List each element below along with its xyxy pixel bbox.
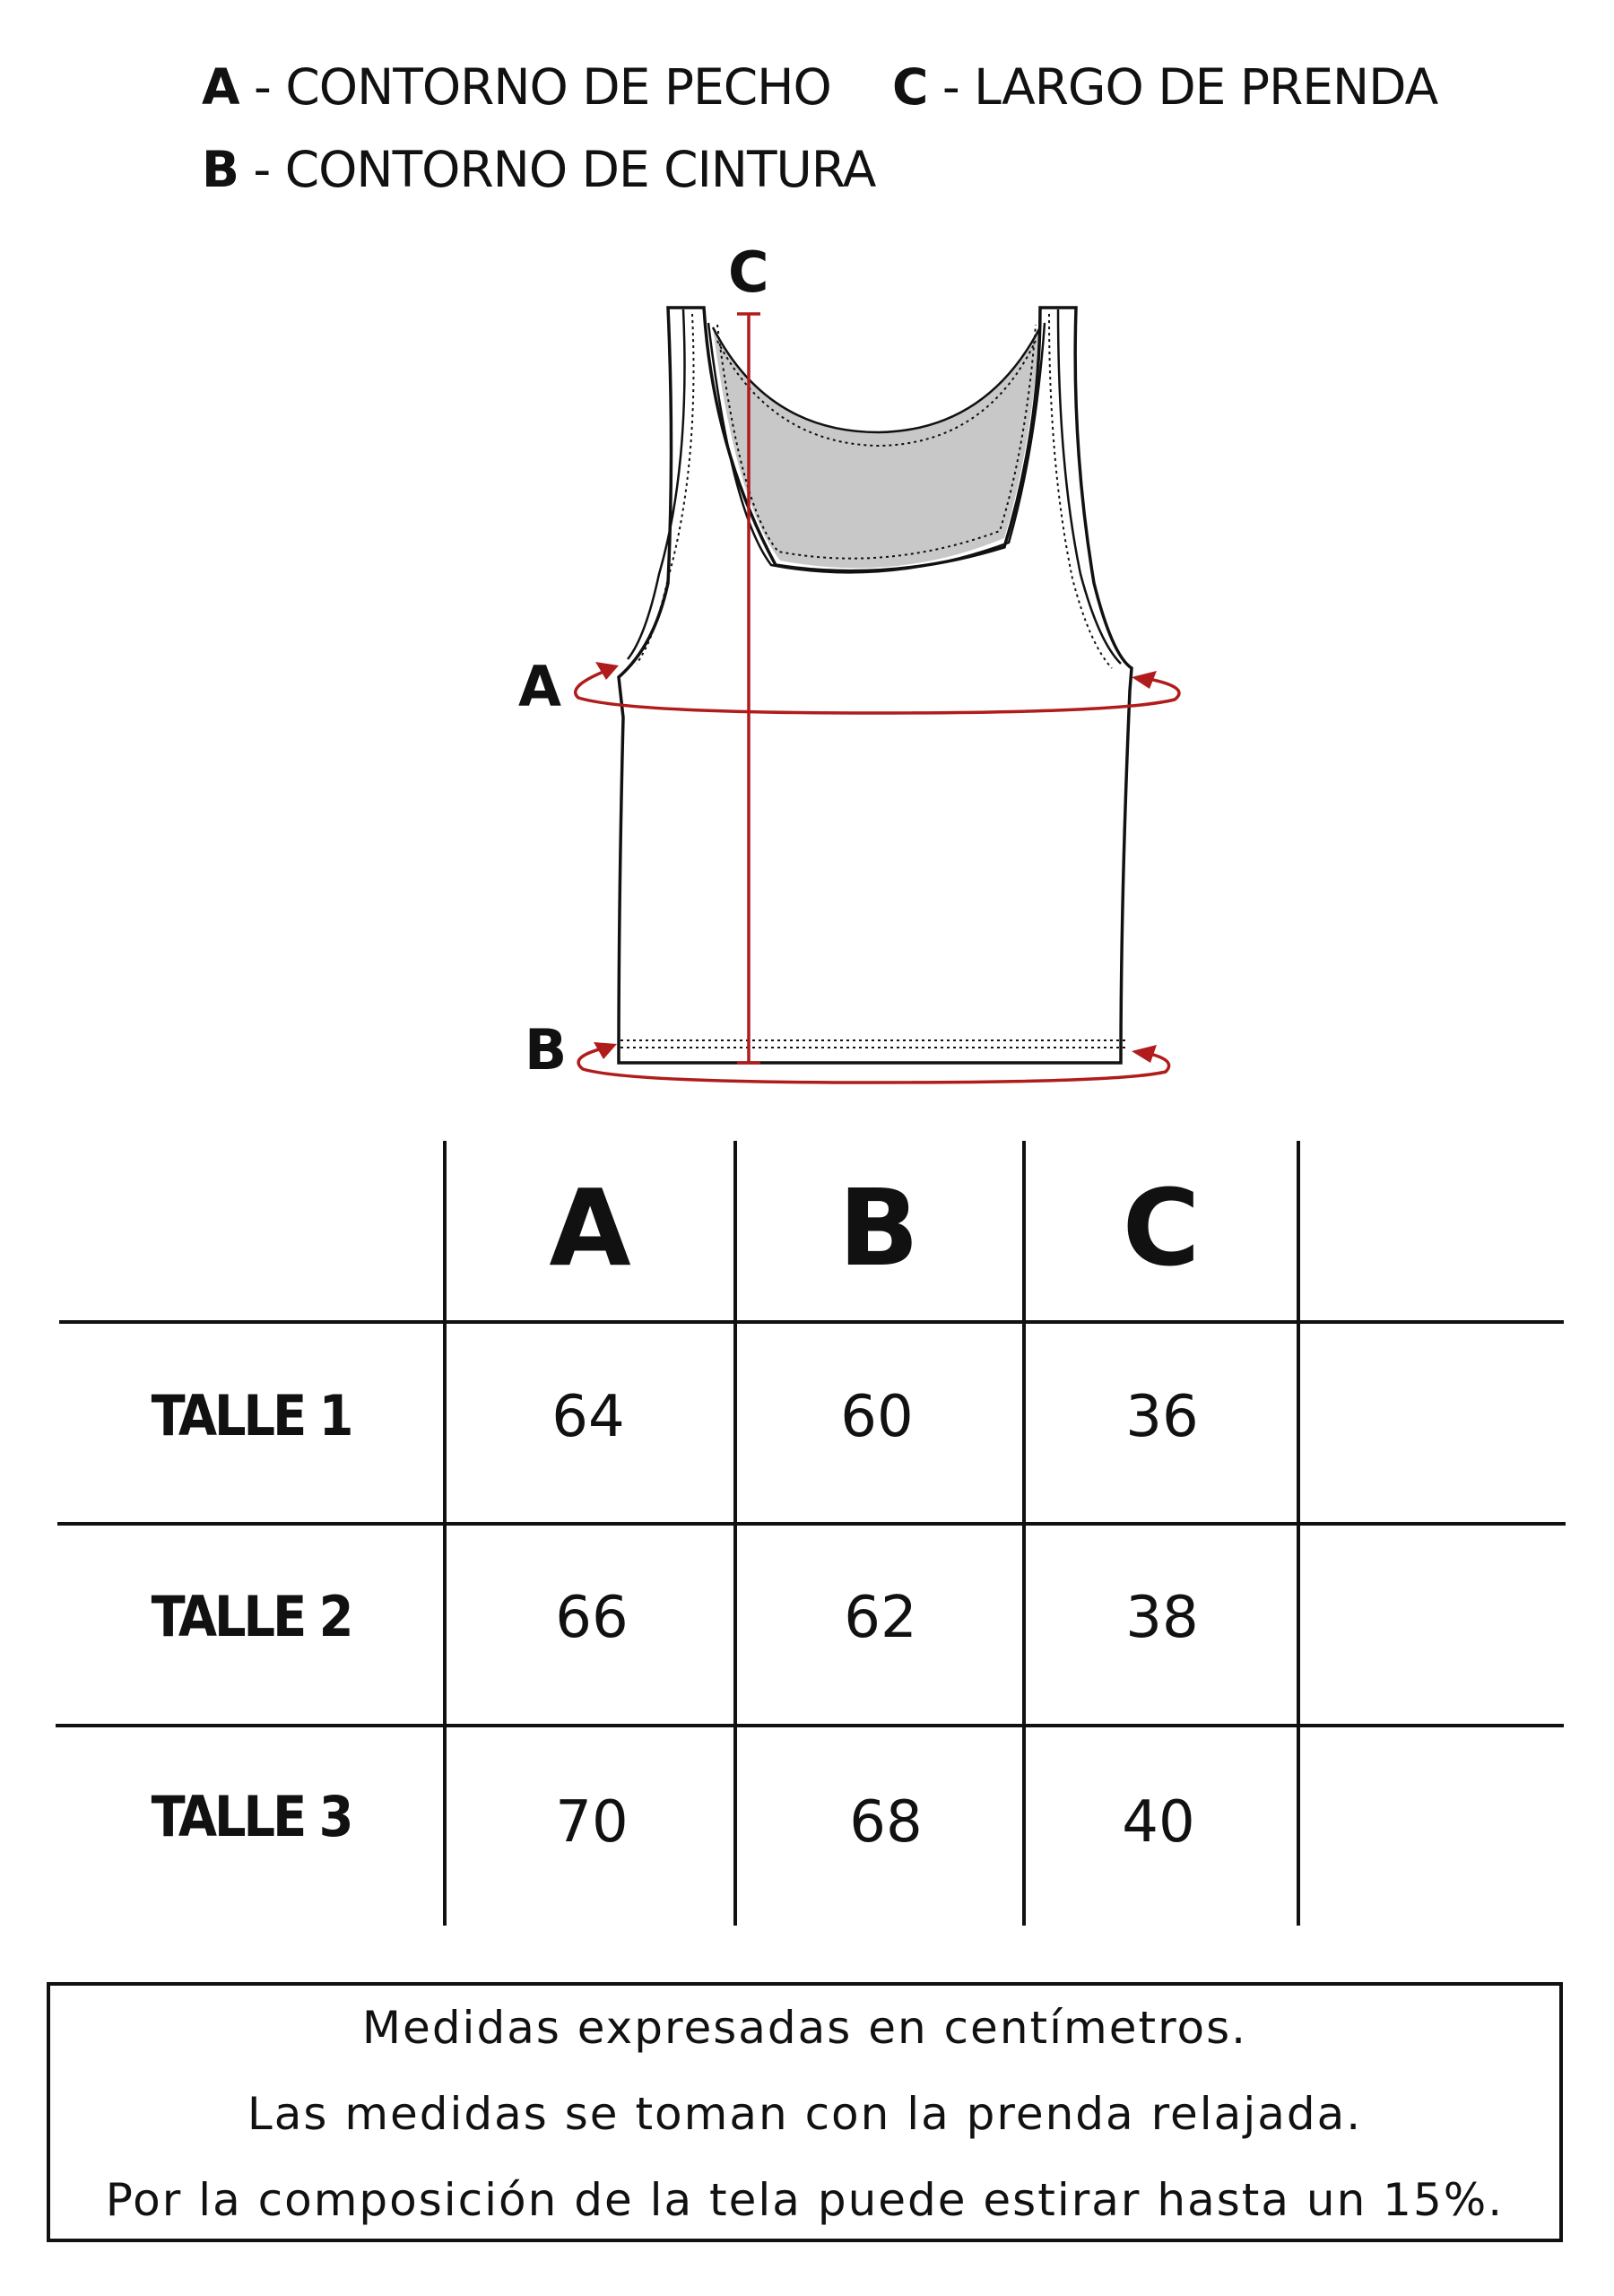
- chest-label: A: [518, 654, 561, 719]
- front-neckline-stitch: [716, 324, 1037, 560]
- note-line: Las medidas se toman con la prenda relaj…: [247, 2088, 1363, 2140]
- table-cell: 66: [555, 1585, 629, 1651]
- back-neckline-stitch: [716, 340, 1037, 448]
- right-strap-binding: [1056, 309, 1122, 665]
- table-cell: 36: [1125, 1384, 1199, 1450]
- table-cell: 60: [840, 1384, 914, 1450]
- legend-item-b: B - CONTORNO DE CINTURA: [202, 145, 876, 195]
- table-cell: 40: [1122, 1789, 1195, 1856]
- table-cell: 64: [551, 1384, 625, 1450]
- right-strap-stitch: [1048, 313, 1113, 669]
- garment-outline: [617, 306, 1133, 1065]
- legend-key: C: [892, 58, 928, 116]
- left-strap-stitch: [636, 313, 695, 665]
- column-header-a: A: [549, 1166, 631, 1290]
- table-divider: [443, 1141, 447, 1926]
- back-neckline: [711, 326, 1042, 434]
- column-header-c: C: [1122, 1166, 1201, 1290]
- table-divider: [1022, 1141, 1026, 1926]
- table-rule: [57, 1522, 1566, 1526]
- table-rule: [59, 1320, 1564, 1324]
- column-header-b: B: [838, 1166, 919, 1290]
- table-rule: [56, 1724, 1564, 1727]
- length-label: C: [728, 239, 769, 305]
- notes-box: Medidas expresadas en centímetros. Las m…: [47, 1982, 1563, 2242]
- legend-item-a: A - CONTORNO DE PECHO: [202, 63, 832, 112]
- legend-text: - LARGO DE PRENDA: [927, 58, 1438, 116]
- table-cell: 68: [849, 1789, 923, 1856]
- chest-arrow-right: [1132, 671, 1157, 689]
- table-divider: [1297, 1141, 1300, 1926]
- waist-label: B: [525, 1017, 567, 1083]
- note-line: Medidas expresadas en centímetros.: [361, 2002, 1248, 2054]
- row-label-talle-3: TALLE 3: [151, 1784, 354, 1849]
- table-cell: 38: [1125, 1585, 1199, 1651]
- waist-measure-ellipse: [577, 1045, 1171, 1084]
- front-neckline: [707, 322, 1046, 574]
- legend-key: B: [202, 141, 239, 198]
- table-cell: 70: [555, 1789, 629, 1856]
- chest-measure-ellipse: [573, 666, 1181, 715]
- legend-text: - CONTORNO DE CINTURA: [238, 141, 876, 198]
- legend-text: - CONTORNO DE PECHO: [239, 58, 832, 116]
- row-label-talle-2: TALLE 2: [151, 1584, 354, 1649]
- waist-arrow-right: [1132, 1045, 1157, 1063]
- row-label-talle-1: TALLE 1: [151, 1383, 354, 1448]
- legend-key: A: [202, 58, 240, 116]
- left-strap-binding: [627, 309, 686, 660]
- note-line: Por la composición de la tela puede esti…: [105, 2174, 1505, 2226]
- legend-item-c: C - LARGO DE PRENDA: [892, 63, 1438, 112]
- tank-top-diagram: C A B: [518, 239, 1181, 1084]
- back-lining: [713, 327, 1040, 569]
- table-cell: 62: [844, 1585, 917, 1651]
- chest-arrow-left: [595, 662, 619, 680]
- waist-arrow-left: [594, 1042, 617, 1059]
- table-divider: [733, 1141, 737, 1926]
